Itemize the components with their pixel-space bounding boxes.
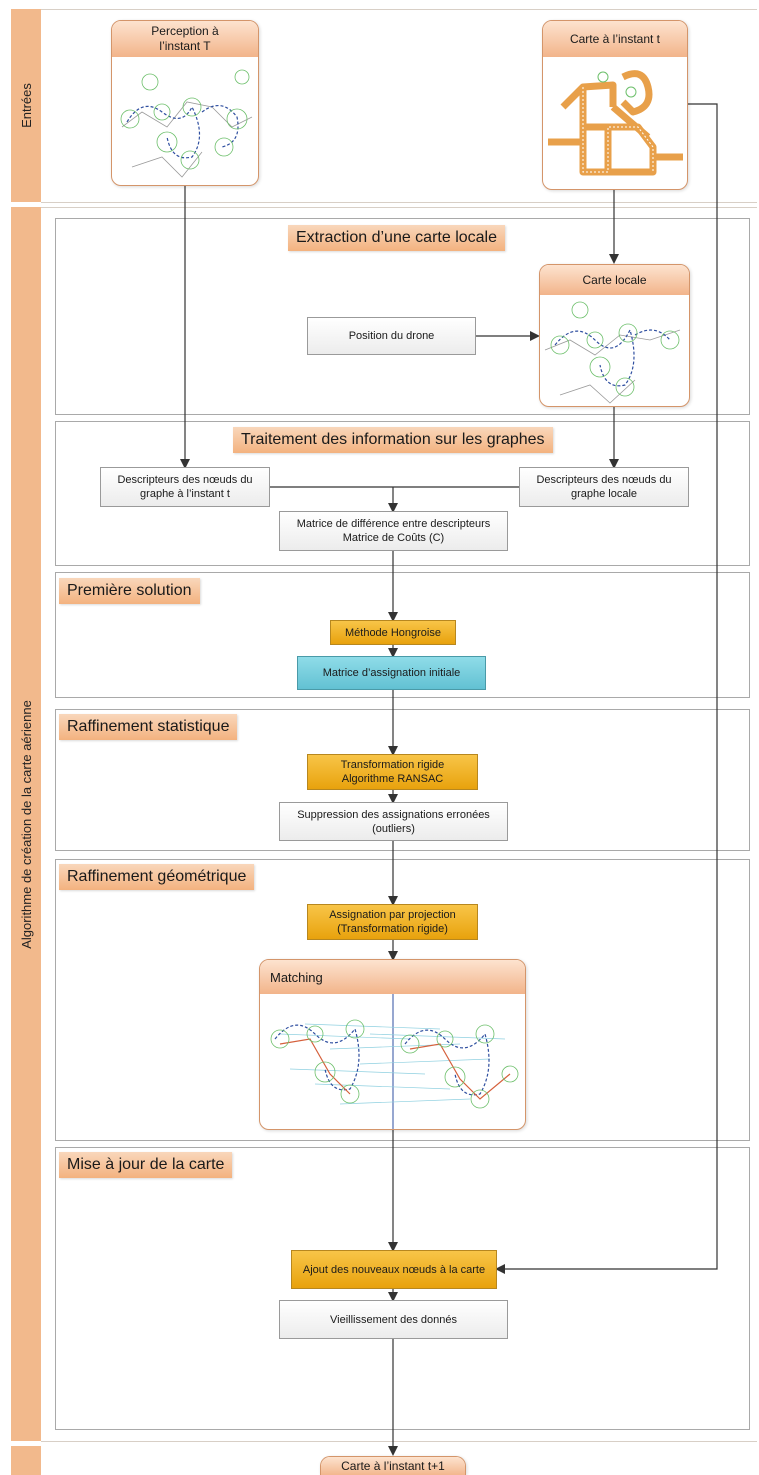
lane-algorithme-top-line — [41, 207, 757, 208]
box-matrice-assignation: Matrice d’assignation initiale — [297, 656, 486, 690]
assignation-projection-sub-label: (Transformation rigide) — [337, 923, 448, 935]
box-ajout-noeuds: Ajout des nouveaux nœuds à la carte — [291, 1250, 497, 1289]
card-matching-head: Matching — [260, 960, 525, 994]
matching-graph-image — [270, 994, 519, 1129]
box-vieillissement: Vieillissement des donnés — [279, 1300, 508, 1339]
arrow-carte-loop-to-ajout — [495, 103, 718, 1274]
section-traitement-title: Traitement des information sur les graph… — [233, 427, 553, 453]
box-descripteurs-locale: Descripteurs des nœuds du graphe locale — [519, 467, 689, 507]
matrice-couts-label: Matrice de Coûts (C) — [342, 532, 445, 544]
card-carte-locale-head: Carte locale — [540, 265, 689, 295]
box-suppression: Suppression des assignations erronées (o… — [279, 802, 508, 841]
card-carte-locale: Carte locale — [539, 264, 690, 407]
lane-algorithme-bottom-line — [41, 1441, 757, 1442]
perception-graph-image — [120, 69, 253, 178]
section-geometrique-title: Raffinement géométrique — [59, 864, 255, 890]
box-matrice-couts: Matrice de différence entre descripteurs… — [279, 511, 508, 551]
ransac-label: Algorithme RANSAC — [341, 773, 444, 785]
carte-locale-graph-image — [544, 301, 681, 404]
card-carte-t-head: Carte à l’instant t — [543, 21, 687, 57]
card-perception: Perception à l’instant T — [111, 20, 259, 186]
card-carte-t: Carte à l’instant t — [542, 20, 688, 190]
lane-sortie-body — [11, 1446, 41, 1475]
card-carte-t1-head: Carte à l’instant t+1 — [321, 1457, 465, 1475]
lane-entrees: Entrées — [11, 9, 41, 202]
outliers-label: (outliers) — [372, 822, 415, 835]
suppression-label: Suppression des assignations erronées — [297, 808, 490, 821]
box-descripteurs-t: Descripteurs des nœuds du graphe à l’ins… — [100, 467, 270, 507]
box-assignation-projection: Assignation par projection (Transformati… — [307, 904, 478, 940]
carte-t-map-image — [548, 70, 683, 176]
card-carte-t1: Carte à l’instant t+1 — [320, 1456, 466, 1475]
assignation-projection-label: Assignation par projection — [329, 909, 456, 921]
transformation-rigide-label: Transformation rigide — [340, 759, 445, 771]
lane-algorithme: Algorithme de création de la carte aérie… — [11, 207, 41, 1441]
matrice-difference-label: Matrice de différence entre descripteurs — [296, 518, 491, 530]
descripteurs-locale-label: Descripteurs des nœuds du graphe locale — [536, 474, 672, 500]
lane-entrees-bottom-line — [41, 202, 757, 203]
section-premiere-title: Première solution — [59, 578, 200, 604]
box-transformation-ransac: Transformation rigide Algorithme RANSAC — [307, 754, 478, 790]
lane-entrees-top-line — [41, 9, 757, 10]
box-position-drone: Position du drone — [307, 317, 476, 355]
descripteurs-t-label: Descripteurs des nœuds du graphe à l’ins… — [117, 474, 253, 500]
box-methode-hongroise: Méthode Hongroise — [330, 620, 456, 645]
section-mise-a-jour-title: Mise à jour de la carte — [59, 1152, 233, 1178]
card-matching: Matching — [259, 959, 526, 1130]
card-perception-head: Perception à l’instant T — [112, 21, 258, 57]
section-statistique-title: Raffinement statistique — [59, 714, 238, 740]
section-extraction-title: Extraction d’une carte locale — [288, 225, 505, 251]
